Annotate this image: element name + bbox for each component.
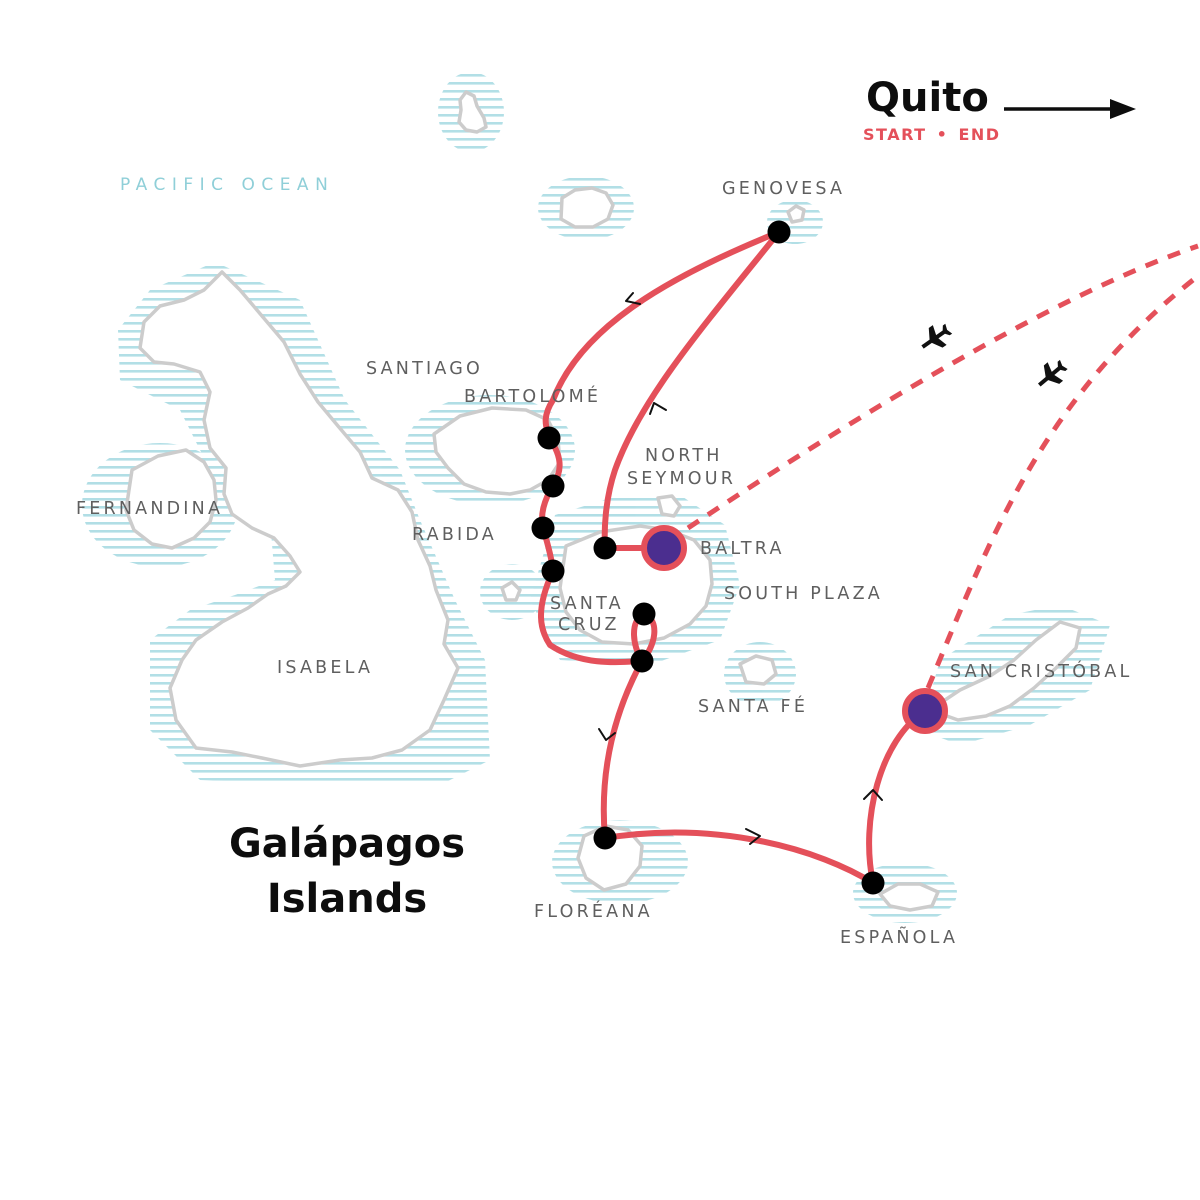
label-santa-fe: SANTA FÉ (698, 695, 808, 717)
map-title-line2: Islands (267, 876, 427, 922)
map-title-line1: Galápagos (229, 821, 465, 867)
ocean-label: PACIFIC OCEAN (120, 175, 334, 195)
destination-title: Quito (866, 75, 989, 121)
island-espanola (878, 882, 940, 912)
flight-path-san-cristobal (925, 274, 1200, 689)
stop-santa-cruz-north (632, 602, 656, 626)
island-north-small (457, 90, 488, 134)
place-labels: PACIFIC OCEAN GENOVESA SANTIAGO BARTOLOM… (76, 175, 1133, 948)
stop-santiago-east (541, 474, 565, 498)
stop-bartolome (537, 426, 561, 450)
label-san-cristobal: SAN CRISTÓBAL (950, 660, 1133, 682)
start-label: START (863, 125, 927, 144)
label-floreana: FLORÉANA (534, 900, 653, 922)
label-cruz: CRUZ (558, 615, 620, 635)
cruise-route (538, 229, 928, 886)
island-north-seymour (656, 494, 682, 518)
route-genovesa-baltra (601, 229, 782, 551)
stop-north-seymour (593, 536, 617, 560)
stop-espanola (861, 871, 885, 895)
island-marchena (559, 186, 615, 229)
island-fernandina (124, 448, 218, 550)
end-label: END (958, 125, 1000, 144)
label-bartolome: BARTOLOMÉ (464, 385, 601, 407)
start-end-separator: • (937, 125, 949, 144)
label-rabida: RABIDA (412, 525, 497, 545)
stop-floreana (593, 826, 617, 850)
route-to-floreana (600, 658, 645, 841)
island-genovesa (786, 204, 806, 224)
label-seymour: SEYMOUR (627, 469, 736, 489)
stop-santa-cruz-south (630, 649, 654, 673)
island-isabela (138, 270, 460, 768)
label-genovesa: GENOVESA (722, 179, 845, 199)
route-espanola-san-cristobal (866, 708, 928, 886)
island-santa-fe (738, 654, 778, 686)
chevron-espanola-san-cristobal (863, 789, 883, 801)
island-san-cristobal (928, 620, 1082, 722)
arrow-right-icon (1004, 99, 1136, 119)
chevron-genovesa-baltra (649, 402, 667, 415)
chevron-floreana-espanola (745, 828, 761, 845)
route-floreana-espanola (602, 829, 876, 886)
hub-san-cristobal (902, 688, 948, 734)
route-stops (531, 220, 948, 895)
label-north: NORTH (645, 446, 723, 466)
label-santiago: SANTIAGO (366, 359, 483, 379)
flight-paths (686, 243, 1200, 689)
flight-path-baltra (686, 243, 1199, 531)
chevron-genovesa-west (625, 292, 641, 305)
label-south-plaza: SOUTH PLAZA (724, 584, 883, 604)
stop-genovesa (767, 220, 791, 244)
destination-header: Quito START • END (863, 75, 1136, 144)
label-espanola: ESPAÑOLA (840, 926, 958, 948)
label-santa: SANTA (550, 594, 624, 614)
label-fernandina: FERNANDINA (76, 499, 223, 519)
label-baltra: BALTRA (700, 539, 785, 559)
hub-baltra (641, 525, 687, 571)
direction-chevrons (598, 292, 883, 845)
stop-rabida-area (531, 516, 555, 540)
island-rabida (500, 580, 522, 602)
label-isabela: ISABELA (277, 658, 373, 678)
airplane-icon (921, 323, 953, 349)
island-floreana (576, 824, 644, 892)
chevron-to-floreana (598, 728, 616, 741)
start-end-label: START • END (863, 125, 1001, 144)
map-title: Galápagos Islands (229, 821, 465, 922)
airplane-icon (1037, 359, 1068, 387)
stop-santa-cruz-west (541, 559, 565, 583)
